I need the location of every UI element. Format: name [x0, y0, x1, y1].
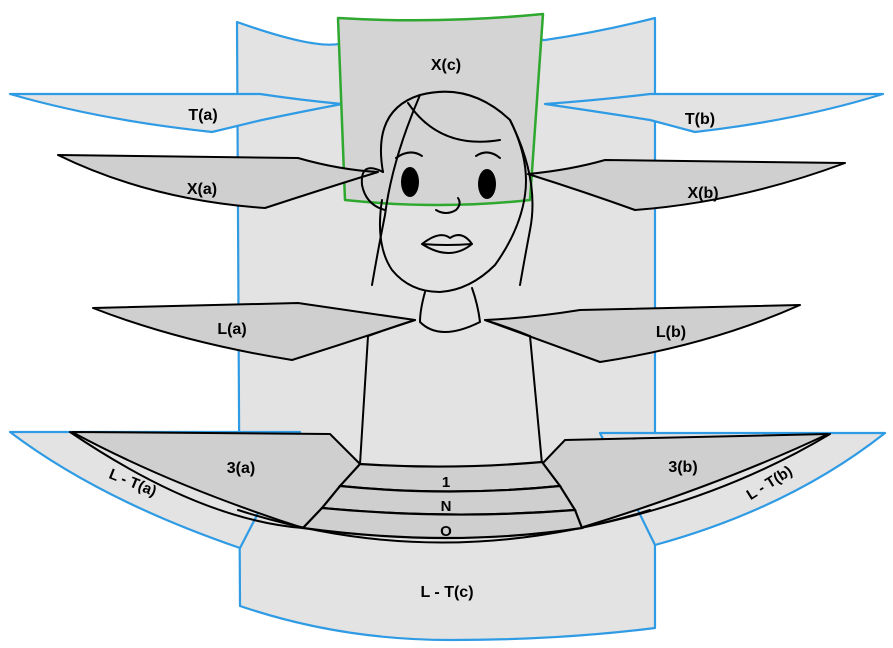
label-x-b: X(b) [687, 185, 718, 202]
label-t-a: T(a) [188, 107, 217, 124]
region-x-a [57, 154, 379, 209]
region-t-a [8, 92, 344, 134]
neck-icon [419, 287, 481, 333]
left-eye-icon [401, 167, 419, 197]
label-t-b: T(b) [685, 111, 715, 128]
label-3-b: 3(b) [668, 459, 697, 476]
ear-icon [360, 167, 386, 211]
mouth-icon [421, 234, 473, 254]
region-x-b [527, 159, 846, 211]
label-3-a: 3(a) [227, 460, 255, 477]
region-l-a [92, 302, 416, 361]
label-x-a: X(a) [187, 181, 217, 198]
region-l-b [484, 304, 801, 363]
face-drawing [360, 90, 534, 337]
shoulders-icon [367, 319, 531, 337]
label-band-o: O [440, 523, 452, 540]
nose-icon [435, 197, 461, 214]
label-l-a: L(a) [217, 321, 246, 338]
label-band-n: N [441, 498, 452, 515]
label-lt-c: L - T(c) [420, 584, 473, 601]
region-x-c [336, 12, 545, 207]
region-t-b [543, 92, 885, 134]
label-x-c: X(c) [431, 57, 461, 74]
band-o [300, 506, 584, 540]
left-eyebrow-icon [395, 151, 423, 159]
right-eye-icon [478, 169, 496, 199]
torso-outline [359, 335, 543, 465]
right-eyebrow-icon [475, 151, 501, 159]
label-band-1: 1 [442, 474, 450, 491]
label-l-b: L(b) [656, 324, 686, 341]
belt-bottom-curve [237, 509, 651, 544]
